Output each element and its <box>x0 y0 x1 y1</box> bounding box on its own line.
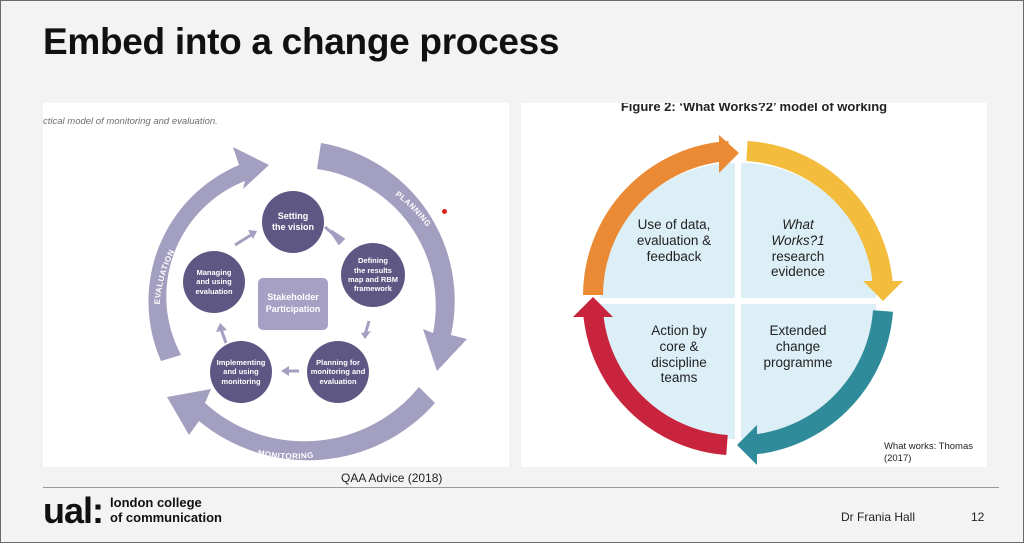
ual-logo: ual: london college of communication <box>43 493 222 529</box>
red-arc <box>583 310 728 455</box>
red-dot-marker <box>442 209 447 214</box>
what-works-figure: Figure 2: ‘What Works?2’ model of workin… <box>521 103 987 467</box>
footer-divider <box>43 487 999 488</box>
planning-arc <box>317 143 467 371</box>
stakeholder-participation-box: Stakeholder Participation <box>258 278 328 330</box>
page-number: 12 <box>971 510 985 524</box>
evaluation-arc <box>148 147 269 361</box>
node-setting-vision: Setting the vision <box>262 191 324 253</box>
quadrant-top-left-text: Use of data, evaluation & feedback <box>636 217 712 264</box>
quadrant-fill-bottom-right <box>741 304 876 439</box>
orange-arc <box>583 141 730 296</box>
node-planning-monitoring: Planning for monitoring and evaluation <box>307 341 369 403</box>
quadrant-fill-bottom-left <box>600 304 735 439</box>
quadrant-fill-top-right <box>741 163 876 298</box>
slide-title: Embed into a change process <box>43 21 560 62</box>
right-figure-title-text: Figure 2: ‘What Works?2’ model of workin… <box>620 103 888 114</box>
left-figure-caption: ctical model of monitoring and evaluatio… <box>43 116 218 127</box>
node-managing-evaluation: Managing and using evaluation <box>183 251 245 313</box>
teal-arrowhead <box>737 425 757 465</box>
orange-arrowhead <box>719 135 739 173</box>
logo-college-name: london college of communication <box>110 495 222 525</box>
cycle-arrows-graphic: EVALUATION PLANNING MONITORING <box>148 143 467 461</box>
teal-arc <box>748 310 893 455</box>
monitoring-evaluation-figure: ctical model of monitoring and evaluatio… <box>43 103 509 467</box>
node-implementing-monitoring: Implementing and using monitoring <box>210 341 272 403</box>
monitoring-arc <box>167 387 435 461</box>
yellow-arc <box>746 141 893 288</box>
quadrant-bottom-left-text: Action by core & discipline teams <box>651 323 707 386</box>
yellow-arrowhead <box>863 281 903 301</box>
inner-arrows <box>216 225 371 376</box>
what-works-cycle-graphic <box>573 135 903 465</box>
right-figure-credit: What works: Thomas (2017) <box>883 441 973 465</box>
quadrant-top-right-rest: research evidence <box>770 248 826 280</box>
quadrant-top-right-italic: What Works?1 <box>771 217 825 248</box>
left-figure-source: QAA Advice (2018) <box>341 471 443 485</box>
author-name: Dr Frania Hall <box>841 510 916 524</box>
quadrant-bottom-right-text: Extended change programme <box>763 323 833 370</box>
quadrant-fill-top-left <box>600 163 735 298</box>
right-figure-title: Figure 2: ‘What Works?2’ model of workin… <box>521 103 987 114</box>
red-arrowhead <box>573 297 613 317</box>
logo-mark: ual: <box>43 490 104 531</box>
node-defining-results: Defining the results map and RBM framewo… <box>341 243 405 307</box>
